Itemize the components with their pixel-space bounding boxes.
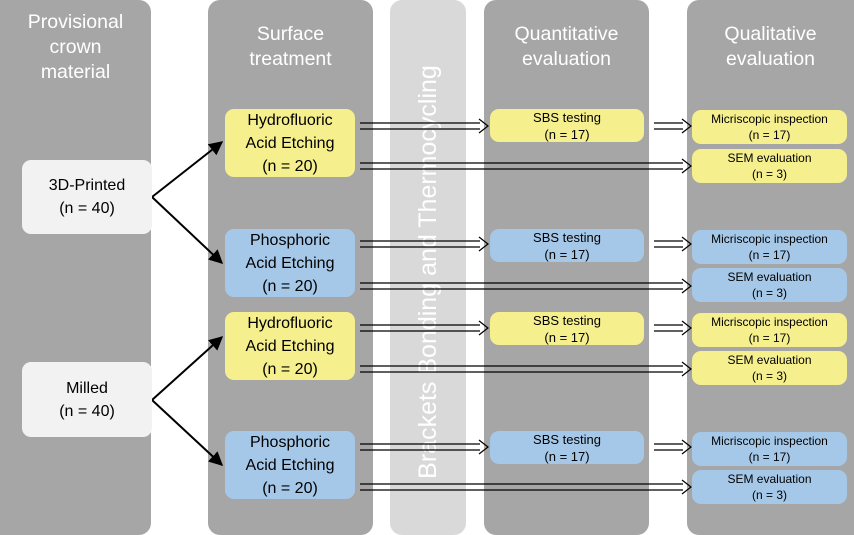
column-title-line: treatment xyxy=(249,48,332,70)
column-title-line: Qualitative xyxy=(724,23,817,45)
treatment-box-hydrofluoric: Hydrofluoric Acid Etching (n = 20) xyxy=(225,312,355,380)
sbs-label: SBS testing xyxy=(533,229,601,245)
treatment-box-hydrofluoric: Hydrofluoric Acid Etching (n = 20) xyxy=(225,109,355,177)
sem-label: SEM evaluation xyxy=(727,150,812,165)
arrow-milled-to-pa xyxy=(151,399,224,466)
double-arrow-sbs1-to-micro xyxy=(654,118,692,134)
sem-count: (n = 3) xyxy=(751,369,787,383)
arrow-3dprinted-to-pa xyxy=(151,196,224,264)
column-title-material: Provisional crown material xyxy=(0,10,151,85)
micro-count: (n = 17) xyxy=(748,450,791,464)
sem-evaluation-box: SEM evaluation (n = 3) xyxy=(692,470,847,504)
sbs-label: SBS testing xyxy=(533,109,601,125)
double-arrow-pa2-to-sbs xyxy=(360,439,489,455)
microscopic-inspection-box: Micriscopic inspection (n = 17) xyxy=(692,110,847,144)
treatment-count: (n = 20) xyxy=(262,479,318,497)
double-arrow-hf2-to-sem xyxy=(360,361,692,377)
sbs-count: (n = 17) xyxy=(544,448,590,464)
sem-label: SEM evaluation xyxy=(727,352,812,367)
treatment-count: (n = 20) xyxy=(262,157,318,175)
sem-evaluation-box: SEM evaluation (n = 3) xyxy=(692,268,847,302)
treatment-line: Phosphoric xyxy=(249,231,331,249)
treatment-box-phosphoric: Phosphoric Acid Etching (n = 20) xyxy=(225,431,355,499)
treatment-line: Acid Etching xyxy=(245,254,335,272)
treatment-box-phosphoric: Phosphoric Acid Etching (n = 20) xyxy=(225,229,355,297)
sbs-count: (n = 17) xyxy=(544,126,590,142)
column-title-line: Quantitative xyxy=(514,23,619,45)
banner-bonding-thermocycling: Brackets Bonding and Thermocycling xyxy=(390,0,466,535)
double-arrow-hf1-to-sbs xyxy=(360,118,489,134)
sbs-testing-box: SBS testing (n = 17) xyxy=(490,431,644,464)
treatment-count: (n = 20) xyxy=(262,277,318,295)
double-arrow-hf2-to-sbs xyxy=(360,320,489,336)
sbs-count: (n = 17) xyxy=(544,246,590,262)
treatment-line: Phosphoric xyxy=(249,433,331,451)
sbs-testing-box: SBS testing (n = 17) xyxy=(490,109,644,142)
double-arrow-pa1-to-sbs xyxy=(360,236,489,252)
material-box-milled: Milled (n = 40) xyxy=(22,362,152,437)
treatment-line: Hydrofluoric xyxy=(247,111,333,129)
micro-count: (n = 17) xyxy=(748,248,791,262)
double-arrow-hf1-to-sem xyxy=(360,158,692,174)
sbs-count: (n = 17) xyxy=(544,329,590,345)
double-arrow-sbs3-to-micro xyxy=(654,320,692,336)
arrow-3dprinted-to-hf xyxy=(151,141,224,198)
microscopic-inspection-box: Micriscopic inspection (n = 17) xyxy=(692,432,847,466)
column-title-surface: Surface treatment xyxy=(208,22,373,72)
column-title-line: crown xyxy=(49,36,102,58)
micro-label: Micriscopic inspection xyxy=(711,231,828,246)
material-box-3d-printed: 3D-Printed (n = 40) xyxy=(22,160,152,234)
material-name: 3D-Printed xyxy=(48,177,126,194)
micro-count: (n = 17) xyxy=(748,331,791,345)
micro-label: Micriscopic inspection xyxy=(711,314,828,329)
sem-label: SEM evaluation xyxy=(727,269,812,284)
treatment-line: Hydrofluoric xyxy=(247,314,333,332)
column-title-line: evaluation xyxy=(726,48,815,70)
micro-label: Micriscopic inspection xyxy=(711,433,828,448)
double-arrow-pa1-to-sem xyxy=(360,278,692,294)
treatment-line: Acid Etching xyxy=(245,456,335,474)
microscopic-inspection-box: Micriscopic inspection (n = 17) xyxy=(692,230,847,264)
micro-label: Micriscopic inspection xyxy=(711,111,828,126)
arrow-milled-to-hf xyxy=(151,336,224,401)
sbs-testing-box: SBS testing (n = 17) xyxy=(490,312,644,345)
treatment-count: (n = 20) xyxy=(262,360,318,378)
micro-count: (n = 17) xyxy=(748,128,791,142)
double-arrow-sbs4-to-micro xyxy=(654,439,692,455)
sem-count: (n = 3) xyxy=(751,488,787,502)
microscopic-inspection-box: Micriscopic inspection (n = 17) xyxy=(692,313,847,347)
sem-evaluation-box: SEM evaluation (n = 3) xyxy=(692,351,847,385)
column-material: Provisional crown material xyxy=(0,0,151,535)
column-title-line: evaluation xyxy=(522,48,611,70)
sem-label: SEM evaluation xyxy=(727,471,812,486)
treatment-line: Acid Etching xyxy=(245,134,335,152)
column-title-line: Surface xyxy=(256,23,325,45)
sbs-label: SBS testing xyxy=(533,431,601,447)
column-title-line: material xyxy=(40,61,111,83)
sem-count: (n = 3) xyxy=(751,167,787,181)
material-name: Milled xyxy=(66,379,108,397)
material-count: (n = 40) xyxy=(59,200,115,217)
sbs-label: SBS testing xyxy=(533,312,601,328)
column-title-qualitative: Qualitative evaluation xyxy=(687,22,854,72)
sem-count: (n = 3) xyxy=(751,286,787,300)
double-arrow-sbs2-to-micro xyxy=(654,236,692,252)
treatment-line: Acid Etching xyxy=(245,337,335,355)
column-title-line: Provisional xyxy=(27,11,124,33)
double-arrow-pa2-to-sem xyxy=(360,479,692,495)
material-count: (n = 40) xyxy=(59,402,115,420)
sbs-testing-box: SBS testing (n = 17) xyxy=(490,229,644,262)
sem-evaluation-box: SEM evaluation (n = 3) xyxy=(692,149,847,183)
column-title-quantitative: Quantitative evaluation xyxy=(484,22,649,72)
